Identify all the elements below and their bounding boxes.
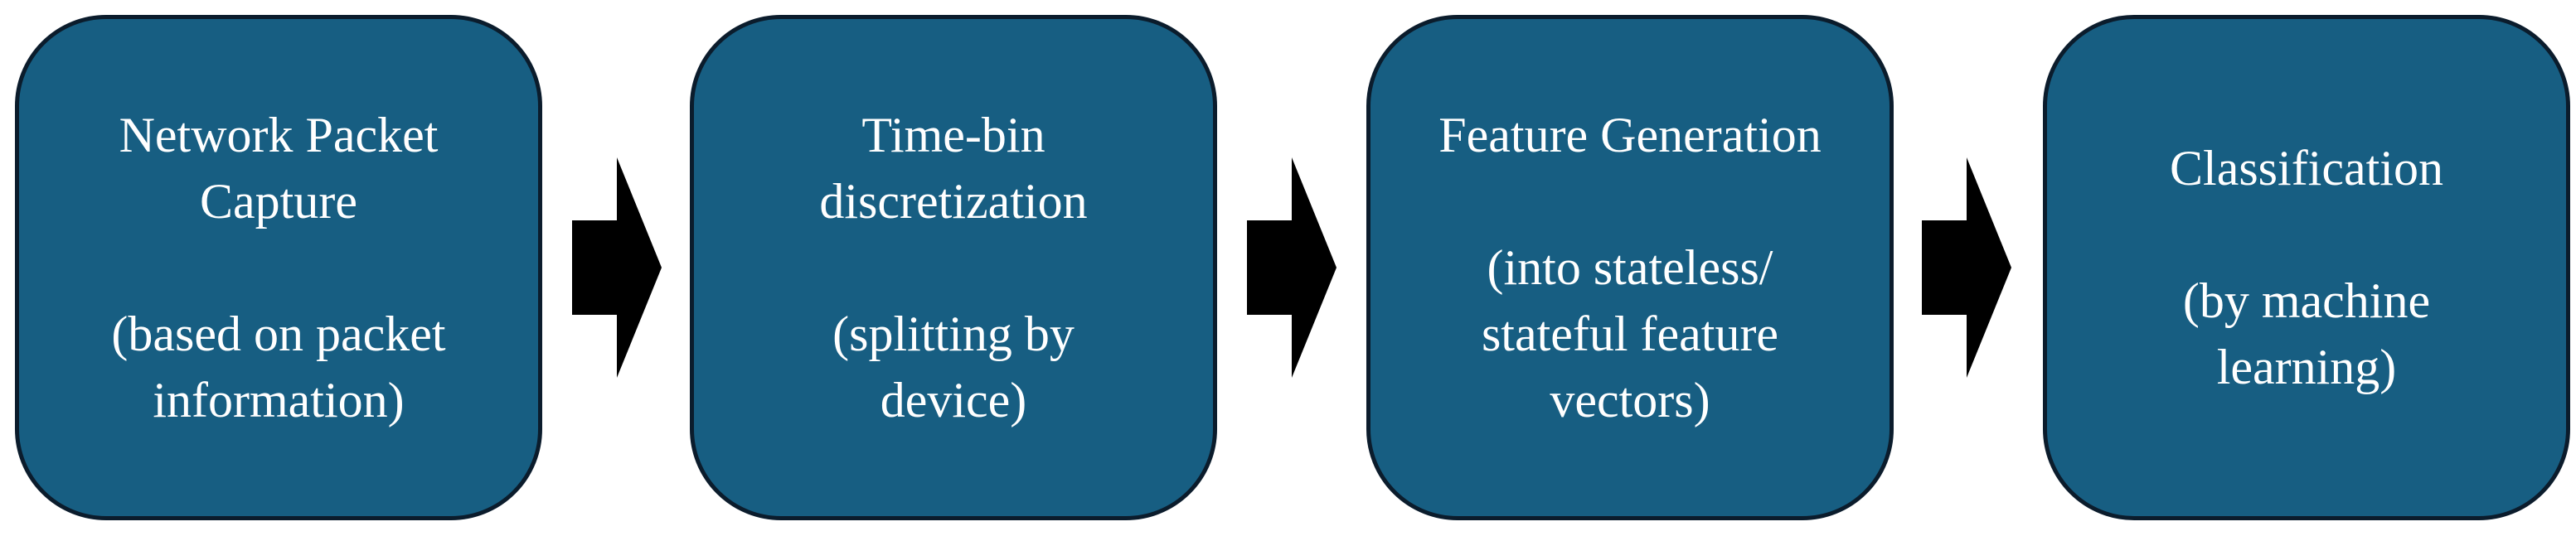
step-detail-line: device) [880,373,1027,427]
step-network-packet-capture: Network Packet Capture (based on packet … [15,15,542,520]
step-title-line: Feature Generation [1438,108,1822,162]
step-title-line: discretization [819,174,1088,229]
step-detail-line: information) [153,373,405,427]
step-title-line: Capture [200,174,357,229]
step-detail-line: (by machine [2182,273,2431,328]
step-detail-line: learning) [2216,340,2397,394]
flow-arrow-icon [1247,157,1337,378]
step-detail-line: (based on packet [111,307,446,361]
step-detail-line: (into stateless/ [1487,240,1773,295]
step-title-line: Network Packet [119,108,439,162]
flow-arrow-icon [1922,157,2011,378]
flow-arrow-icon [572,157,662,378]
step-detail-line: vectors) [1550,373,1710,427]
step-title-line: Classification [2170,141,2443,196]
step-classification: Classification (by machine learning) [2043,15,2570,520]
step-detail-line: (splitting by [832,307,1075,361]
step-detail-line: stateful feature [1481,307,1779,361]
step-feature-generation: Feature Generation (into stateless/ stat… [1366,15,1894,520]
step-title-line: Time-bin [861,108,1045,162]
step-time-bin-discretization: Time-bin discretization (splitting by de… [690,15,1217,520]
